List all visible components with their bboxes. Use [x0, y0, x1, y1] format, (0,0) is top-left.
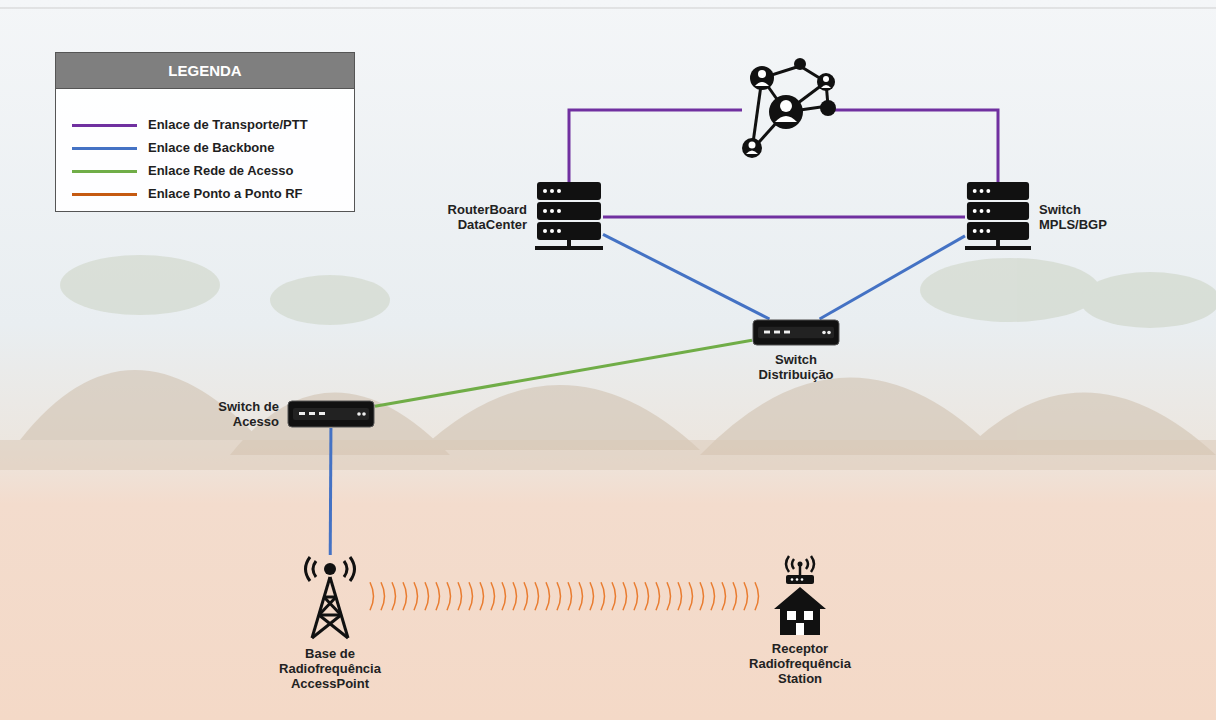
legend-text: Enlace Rede de Acesso	[148, 162, 293, 180]
node-label: Switch Distribuição	[736, 352, 856, 382]
legend-text: Enlace Ponto a Ponto RF	[148, 185, 303, 203]
legend-row: Enlace de Transporte/PTT	[72, 116, 352, 134]
legend-row: Enlace Rede de Acesso	[72, 162, 352, 180]
legend-box: LEGENDA Enlace de Transporte/PTT Enlace d…	[55, 52, 355, 212]
legend-line-sample	[72, 170, 137, 173]
legend-text: Enlace de Backbone	[148, 139, 274, 157]
legend-row: Enlace Ponto a Ponto RF	[72, 185, 352, 203]
transport-link	[603, 217, 965, 218]
mpls-switch-icon: Switch MPLS/BGP	[965, 182, 1031, 252]
legend-line-sample	[72, 124, 137, 127]
legend-row: Enlace de Backbone	[72, 139, 352, 157]
node-label: Base de Radiofrequência AccessPoint	[265, 646, 395, 691]
legend-text: Enlace de Transporte/PTT	[148, 116, 308, 134]
legend-line-sample	[72, 193, 137, 196]
receiver-house-icon: Receptor Radiofrequência Station	[770, 555, 830, 635]
access-link	[375, 340, 752, 406]
distribution-switch-icon: Switch Distribuição	[752, 319, 840, 346]
radio-tower-icon: Base de Radiofrequência AccessPoint	[300, 555, 360, 640]
backbone-link	[330, 428, 332, 555]
backbone-link	[603, 234, 769, 319]
legend-title: LEGENDA	[56, 53, 354, 88]
transport-link	[569, 110, 998, 182]
node-label: Receptor Radiofrequência Station	[735, 641, 865, 686]
router-server-icon: RouterBoard DataCenter	[535, 182, 603, 252]
rf-link	[360, 582, 770, 610]
node-label: Switch MPLS/BGP	[1039, 202, 1121, 232]
network-cloud-icon	[742, 58, 836, 158]
legend-line-sample	[72, 147, 137, 150]
access-switch-icon: Switch de Acesso	[287, 400, 375, 428]
backbone-link	[820, 236, 965, 319]
node-label: RouterBoard DataCenter	[427, 202, 527, 232]
legend-header: LEGENDA	[56, 53, 354, 89]
node-label: Switch de Acesso	[199, 399, 279, 429]
